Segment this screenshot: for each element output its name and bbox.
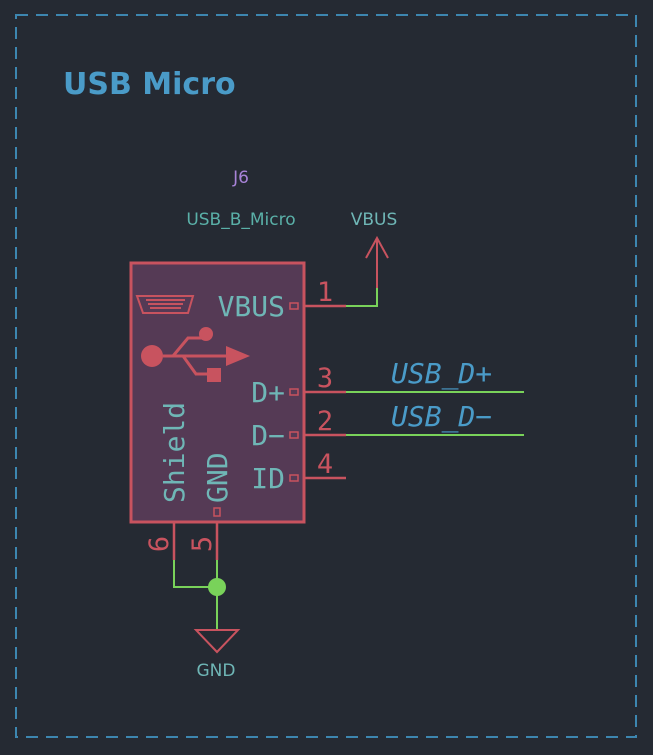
- wires: [173, 288, 524, 630]
- sheet-frame: [15, 14, 637, 738]
- net-label-usb-d-plus[interactable]: USB_D+: [391, 357, 492, 391]
- gnd-power-symbol[interactable]: GND: [193, 629, 241, 681]
- pin-number-3: 3: [317, 363, 333, 394]
- junction-dot: [208, 578, 226, 596]
- vbus-power-symbol[interactable]: VBUS: [351, 210, 398, 290]
- pin-name-gnd: GND: [201, 452, 234, 503]
- net-label-usb-d-minus[interactable]: USB_D−: [391, 400, 492, 434]
- vbus-power-label: VBUS: [351, 210, 398, 230]
- pin-name-shield: Shield: [158, 402, 191, 503]
- pin-number-2: 2: [317, 406, 333, 437]
- pin-number-6: 6: [144, 536, 175, 552]
- gnd-power-label: GND: [197, 661, 236, 681]
- pin-number-4: 4: [317, 449, 333, 480]
- wire-vbus: [346, 288, 378, 307]
- component-reference: J6: [232, 168, 249, 188]
- pin-name-vbus: VBUS: [218, 290, 285, 323]
- pin-number-5: 5: [187, 536, 218, 552]
- pin-name-id: ID: [251, 462, 285, 495]
- sheet-title: USB Micro: [63, 67, 236, 102]
- wire-shield-gnd: [173, 560, 217, 588]
- pin-number-1: 1: [317, 277, 333, 308]
- component-body: [129, 261, 306, 524]
- pin-name-d-plus: D+: [251, 376, 285, 409]
- usb-receptacle-icon: [135, 295, 195, 314]
- pin-name-d-minus: D−: [251, 419, 285, 452]
- usb-trident-icon: [141, 327, 250, 382]
- usb-connector-symbol[interactable]: VBUS D+ D− ID Shield GND 1 3 2 4 6 5: [129, 261, 346, 560]
- component-value: USB_B_Micro: [186, 210, 295, 230]
